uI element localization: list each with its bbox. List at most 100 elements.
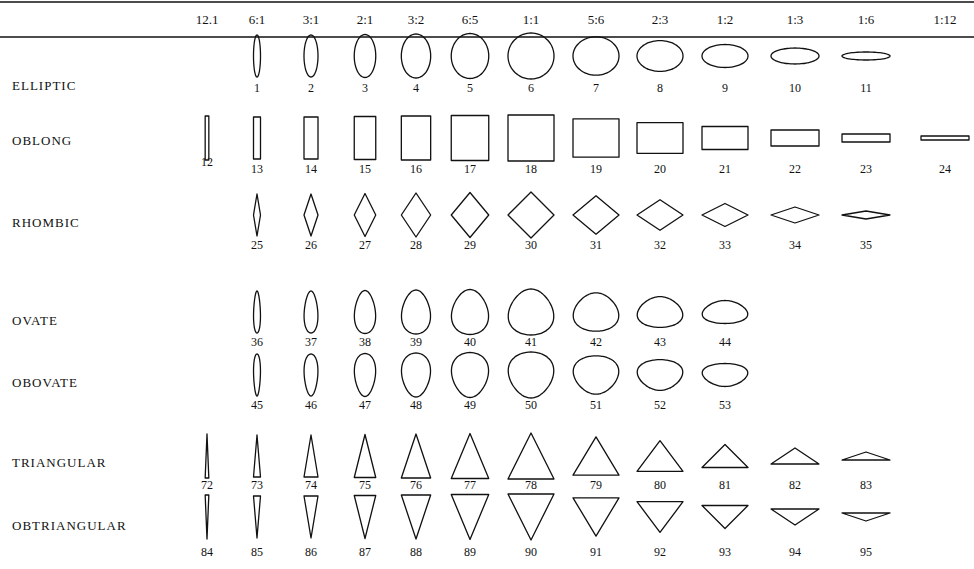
leaf-outline: [842, 211, 890, 219]
leaf-outline: [254, 35, 261, 77]
callout-number: 88: [410, 546, 422, 558]
leaf-outline: [254, 354, 261, 396]
leaf-outline: [451, 495, 489, 540]
callout-number: 86: [305, 546, 317, 558]
ratio-heading: 1:2: [717, 13, 734, 26]
leaf-outline: [508, 494, 554, 540]
callout-number: 39: [410, 336, 422, 348]
callout-number: 30: [525, 239, 537, 251]
callout-number: 18: [525, 163, 537, 175]
row-name: ELLIPTIC: [12, 79, 76, 92]
row-name: OVATE: [12, 314, 58, 327]
callout-number: 95: [860, 546, 872, 558]
leaf-outline: [573, 498, 619, 536]
leaf-outline: [354, 35, 376, 78]
callout-number: 43: [654, 336, 666, 348]
leaf-outline: [842, 513, 890, 521]
leaf-outline: [771, 48, 819, 64]
callout-number: 87: [359, 546, 371, 558]
leaf-outline: [354, 496, 376, 539]
callout-number: 15: [359, 163, 371, 175]
leaf-outline: [573, 437, 619, 475]
leaf-outline: [304, 35, 318, 77]
callout-number: 40: [464, 336, 476, 348]
callout-number: 51: [590, 399, 602, 411]
leaf-outline: [401, 116, 430, 160]
callout-number: 37: [305, 336, 317, 348]
callout-number: 7: [593, 82, 599, 94]
ratio-heading: 2:3: [652, 13, 669, 26]
ratio-heading: 1:3: [787, 13, 804, 26]
leaf-outline: [205, 495, 209, 539]
leaf-outline: [304, 194, 318, 236]
callout-number: 28: [410, 239, 422, 251]
leaf-outline: [451, 116, 489, 161]
callout-number: 31: [590, 239, 602, 251]
header-rule: [0, 36, 974, 37]
top-rule: [0, 1, 974, 3]
leaf-outline: [254, 496, 261, 538]
ratio-heading: 3:2: [408, 13, 425, 26]
leaf-outline: [771, 130, 819, 146]
callout-number: 45: [251, 399, 263, 411]
leaf-outline: [702, 506, 748, 529]
leaf-outline: [637, 297, 683, 328]
leaf-outline: [451, 290, 488, 335]
callout-number: 21: [719, 163, 731, 175]
leaf-outline: [254, 435, 261, 477]
leaf-outline: [451, 434, 489, 479]
callout-number: 84: [201, 546, 213, 558]
leaf-outline: [842, 52, 890, 60]
leaf-outline: [702, 204, 748, 227]
leaf-outline: [304, 117, 318, 159]
leaf-outline: [573, 196, 619, 234]
leaf-outline: [771, 509, 819, 525]
leaf-outline: [921, 136, 969, 140]
leaf-outline: [508, 352, 554, 398]
callout-number: 6: [528, 82, 534, 94]
callout-number: 78: [525, 479, 537, 491]
callout-number: 38: [359, 336, 371, 348]
leaf-outline: [702, 445, 748, 468]
callout-number: 4: [413, 82, 419, 94]
callout-number: 26: [305, 239, 317, 251]
callout-number: 12: [201, 156, 213, 168]
callout-number: 14: [305, 163, 317, 175]
leaf-outline: [637, 123, 683, 154]
leaf-outline: [637, 441, 683, 472]
callout-number: 10: [789, 82, 801, 94]
leaf-outline: [354, 354, 375, 397]
leaf-outline: [451, 193, 489, 238]
leaf-outline: [254, 117, 261, 159]
leaf-outline: [354, 291, 375, 334]
callout-number: 42: [590, 336, 602, 348]
leaf-outline: [451, 34, 489, 79]
leaf-outline: [354, 194, 376, 237]
callout-number: 50: [525, 399, 537, 411]
callout-number: 27: [359, 239, 371, 251]
ratio-heading: 1:12: [933, 13, 956, 26]
callout-number: 44: [719, 336, 731, 348]
callout-number: 53: [719, 399, 731, 411]
row-name: TRIANGULAR: [12, 456, 107, 469]
row-name: OBTRIANGULAR: [12, 519, 127, 532]
ratio-heading: 12.1: [196, 13, 219, 26]
callout-number: 1: [254, 82, 260, 94]
leaf-outline: [508, 192, 554, 238]
leaf-outline: [401, 290, 430, 334]
callout-number: 16: [410, 163, 422, 175]
ratio-heading: 2:1: [357, 13, 374, 26]
callout-number: 23: [860, 163, 872, 175]
callout-number: 47: [359, 399, 371, 411]
callout-number: 48: [410, 399, 422, 411]
callout-number: 73: [251, 479, 263, 491]
leaf-outline: [205, 116, 209, 160]
callout-number: 75: [359, 479, 371, 491]
leaf-outline: [771, 448, 819, 464]
ratio-heading: 5:6: [588, 13, 605, 26]
callout-number: 9: [722, 82, 728, 94]
leaf-outline: [573, 119, 619, 157]
callout-number: 80: [654, 479, 666, 491]
leaf-outline: [304, 291, 318, 333]
callout-number: 5: [467, 82, 473, 94]
